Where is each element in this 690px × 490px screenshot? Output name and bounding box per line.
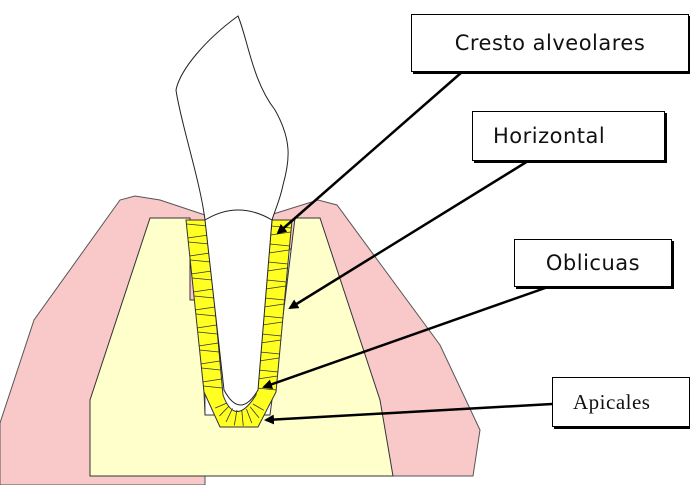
label-apicales-text: Apicales bbox=[573, 390, 650, 415]
arrow-cresto bbox=[278, 72, 462, 233]
label-apicales: Apicales bbox=[552, 377, 690, 427]
label-oblicuas: Oblicuas bbox=[514, 239, 672, 287]
label-horizontal: Horizontal bbox=[472, 111, 665, 161]
label-cresto-alveolares: Cresto alveolares bbox=[411, 14, 689, 72]
